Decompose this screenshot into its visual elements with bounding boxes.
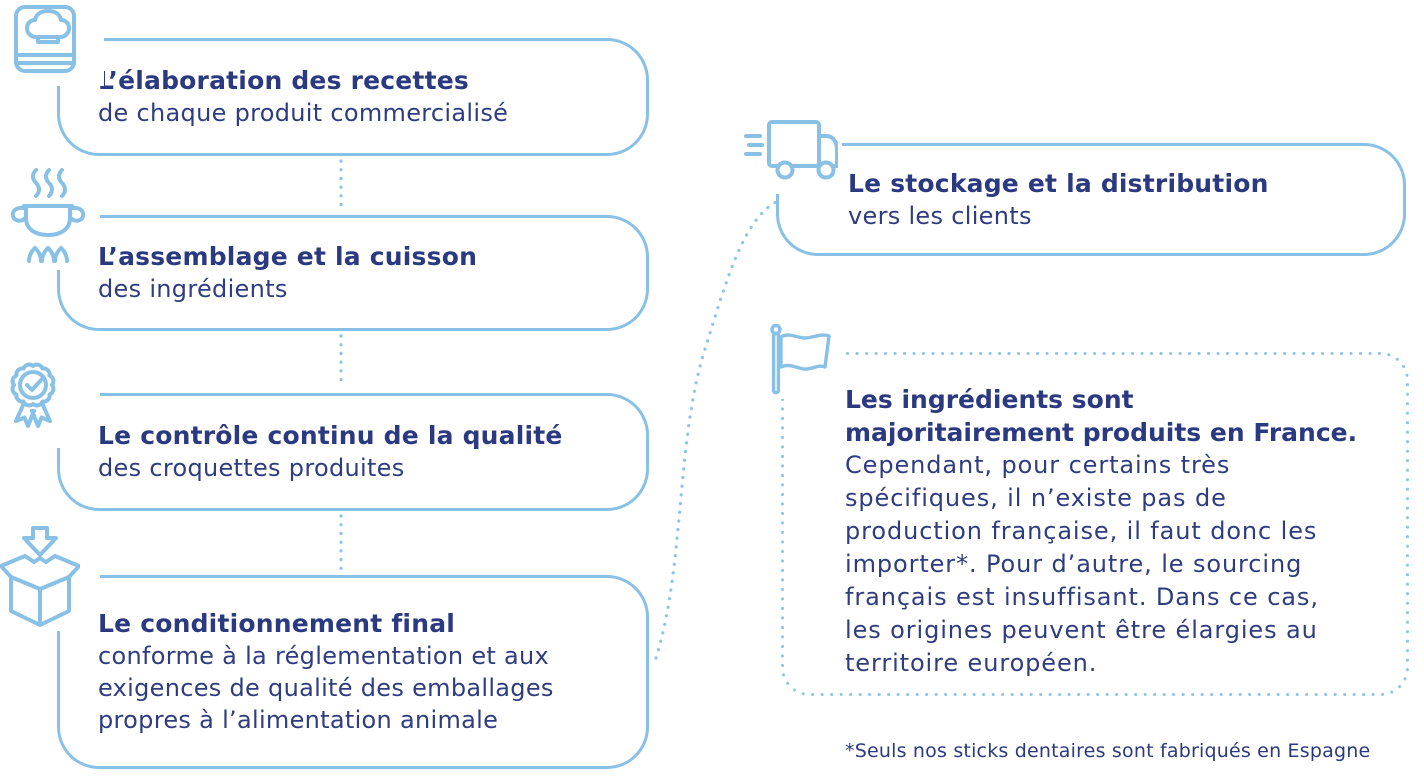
note-body: Cependant, pour certains très spécifique… xyxy=(845,451,1319,677)
step-body: de chaque produit commercialisé xyxy=(98,99,509,127)
step-box-qualite: Le contrôle continu de la qualité des cr… xyxy=(57,393,649,511)
cooking-pot-icon xyxy=(4,166,100,270)
delivery-truck-icon xyxy=(743,114,842,194)
step-body: des croquettes produites xyxy=(98,454,405,482)
footnote: *Seuls nos sticks dentaires sont fabriqu… xyxy=(845,740,1371,762)
note-title: Les ingrédients sont majoritairement pro… xyxy=(845,385,1358,447)
step-body: vers les clients xyxy=(848,201,1032,230)
step-title: L’assemblage et la cuisson xyxy=(98,242,478,271)
step-box-recettes: L’élaboration des recettes de chaque pro… xyxy=(57,38,649,156)
step-title: L’élaboration des recettes xyxy=(98,66,469,95)
connector-step4-step5 xyxy=(654,196,789,660)
step-body: des ingrédients xyxy=(98,275,288,303)
step-box-stockage: Le stockage et la distribution vers les … xyxy=(776,143,1406,256)
packaging-box-icon xyxy=(0,525,100,631)
step-title: Le conditionnement final xyxy=(98,609,456,638)
step-body: conforme à la réglementation et aux exig… xyxy=(98,642,554,734)
step-box-conditionnement: Le conditionnement final conforme à la r… xyxy=(57,575,649,769)
step-box-cuisson: L’assemblage et la cuisson des ingrédien… xyxy=(57,215,649,331)
recipe-book-icon xyxy=(12,4,104,86)
flag-icon xyxy=(768,323,840,399)
step-title: Le contrôle continu de la qualité xyxy=(98,421,563,450)
quality-medal-icon xyxy=(4,358,100,448)
step-title: Le stockage et la distribution xyxy=(848,168,1269,198)
note-box-ingredients-france: Les ingrédients sont majoritairement pro… xyxy=(781,352,1409,696)
